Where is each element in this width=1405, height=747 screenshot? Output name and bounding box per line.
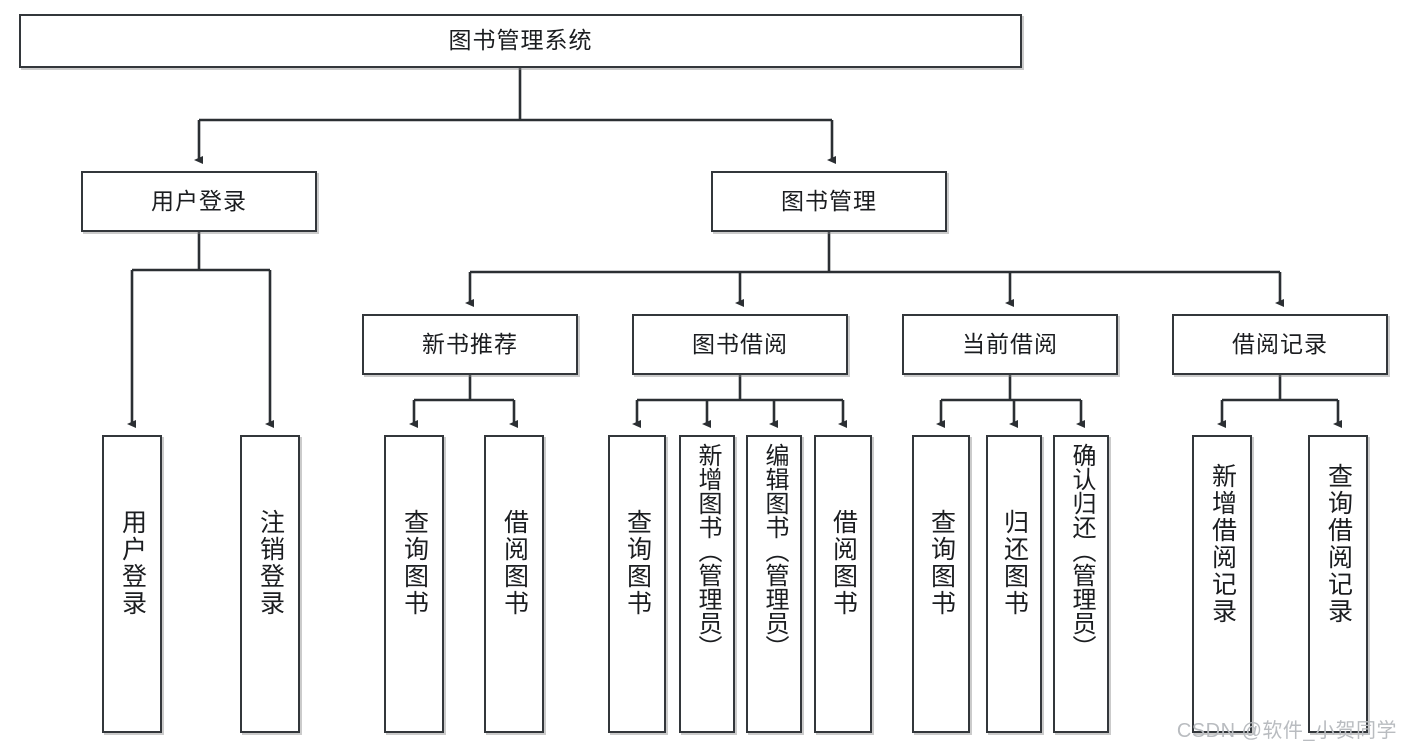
node-leaf-borrow-book-1-label: 借阅图书 xyxy=(500,509,529,617)
node-leaf-user-login-label: 用户登录 xyxy=(118,509,147,617)
node-leaf-query-borrow-record-label: 查询借阅记录 xyxy=(1324,463,1353,625)
node-leaf-query-book-1[interactable]: 查询图书 xyxy=(384,435,444,733)
node-leaf-query-book-3[interactable]: 查询图书 xyxy=(912,435,970,733)
node-new-book-rec-label: 新书推荐 xyxy=(422,330,518,357)
node-user-login-label: 用户登录 xyxy=(151,187,247,214)
node-leaf-edit-book-admin-label: 编辑图书（管理员） xyxy=(761,443,788,659)
node-leaf-add-book-admin-label: 新增图书（管理员） xyxy=(694,443,721,659)
node-book-borrow-label: 图书借阅 xyxy=(692,330,788,357)
node-book-manage[interactable]: 图书管理 xyxy=(711,171,947,232)
node-leaf-add-borrow-record[interactable]: 新增借阅记录 xyxy=(1192,435,1252,733)
node-root[interactable]: 图书管理系统 xyxy=(19,14,1022,68)
node-leaf-user-logout[interactable]: 注销登录 xyxy=(240,435,300,733)
node-leaf-query-book-1-label: 查询图书 xyxy=(400,509,429,617)
node-leaf-edit-book-admin[interactable]: 编辑图书（管理员） xyxy=(746,435,802,733)
node-current-borrow[interactable]: 当前借阅 xyxy=(902,314,1118,375)
node-leaf-add-book-admin[interactable]: 新增图书（管理员） xyxy=(679,435,735,733)
node-leaf-confirm-return-admin[interactable]: 确认归还（管理员） xyxy=(1053,435,1109,733)
node-book-borrow[interactable]: 图书借阅 xyxy=(632,314,848,375)
node-current-borrow-label: 当前借阅 xyxy=(962,330,1058,357)
node-book-manage-label: 图书管理 xyxy=(781,187,877,214)
node-borrow-record[interactable]: 借阅记录 xyxy=(1172,314,1388,375)
node-leaf-query-borrow-record[interactable]: 查询借阅记录 xyxy=(1308,435,1368,733)
node-leaf-borrow-book-2[interactable]: 借阅图书 xyxy=(814,435,872,733)
node-leaf-query-book-2-label: 查询图书 xyxy=(623,509,652,617)
watermark-text: CSDN @软件_小贺同学 xyxy=(1176,720,1397,742)
node-borrow-record-label: 借阅记录 xyxy=(1232,330,1328,357)
node-leaf-user-logout-label: 注销登录 xyxy=(256,509,285,617)
node-leaf-borrow-book-1[interactable]: 借阅图书 xyxy=(484,435,544,733)
node-user-login[interactable]: 用户登录 xyxy=(81,171,317,232)
node-leaf-add-borrow-record-label: 新增借阅记录 xyxy=(1208,463,1237,625)
node-leaf-return-book-label: 归还图书 xyxy=(1000,509,1029,617)
node-leaf-return-book[interactable]: 归还图书 xyxy=(986,435,1042,733)
node-leaf-confirm-return-admin-label: 确认归还（管理员） xyxy=(1068,443,1095,659)
node-leaf-query-book-3-label: 查询图书 xyxy=(927,509,956,617)
node-root-label: 图书管理系统 xyxy=(448,27,593,54)
node-leaf-query-book-2[interactable]: 查询图书 xyxy=(608,435,666,733)
node-leaf-borrow-book-2-label: 借阅图书 xyxy=(829,509,858,617)
node-new-book-rec[interactable]: 新书推荐 xyxy=(362,314,578,375)
node-leaf-user-login[interactable]: 用户登录 xyxy=(102,435,162,733)
